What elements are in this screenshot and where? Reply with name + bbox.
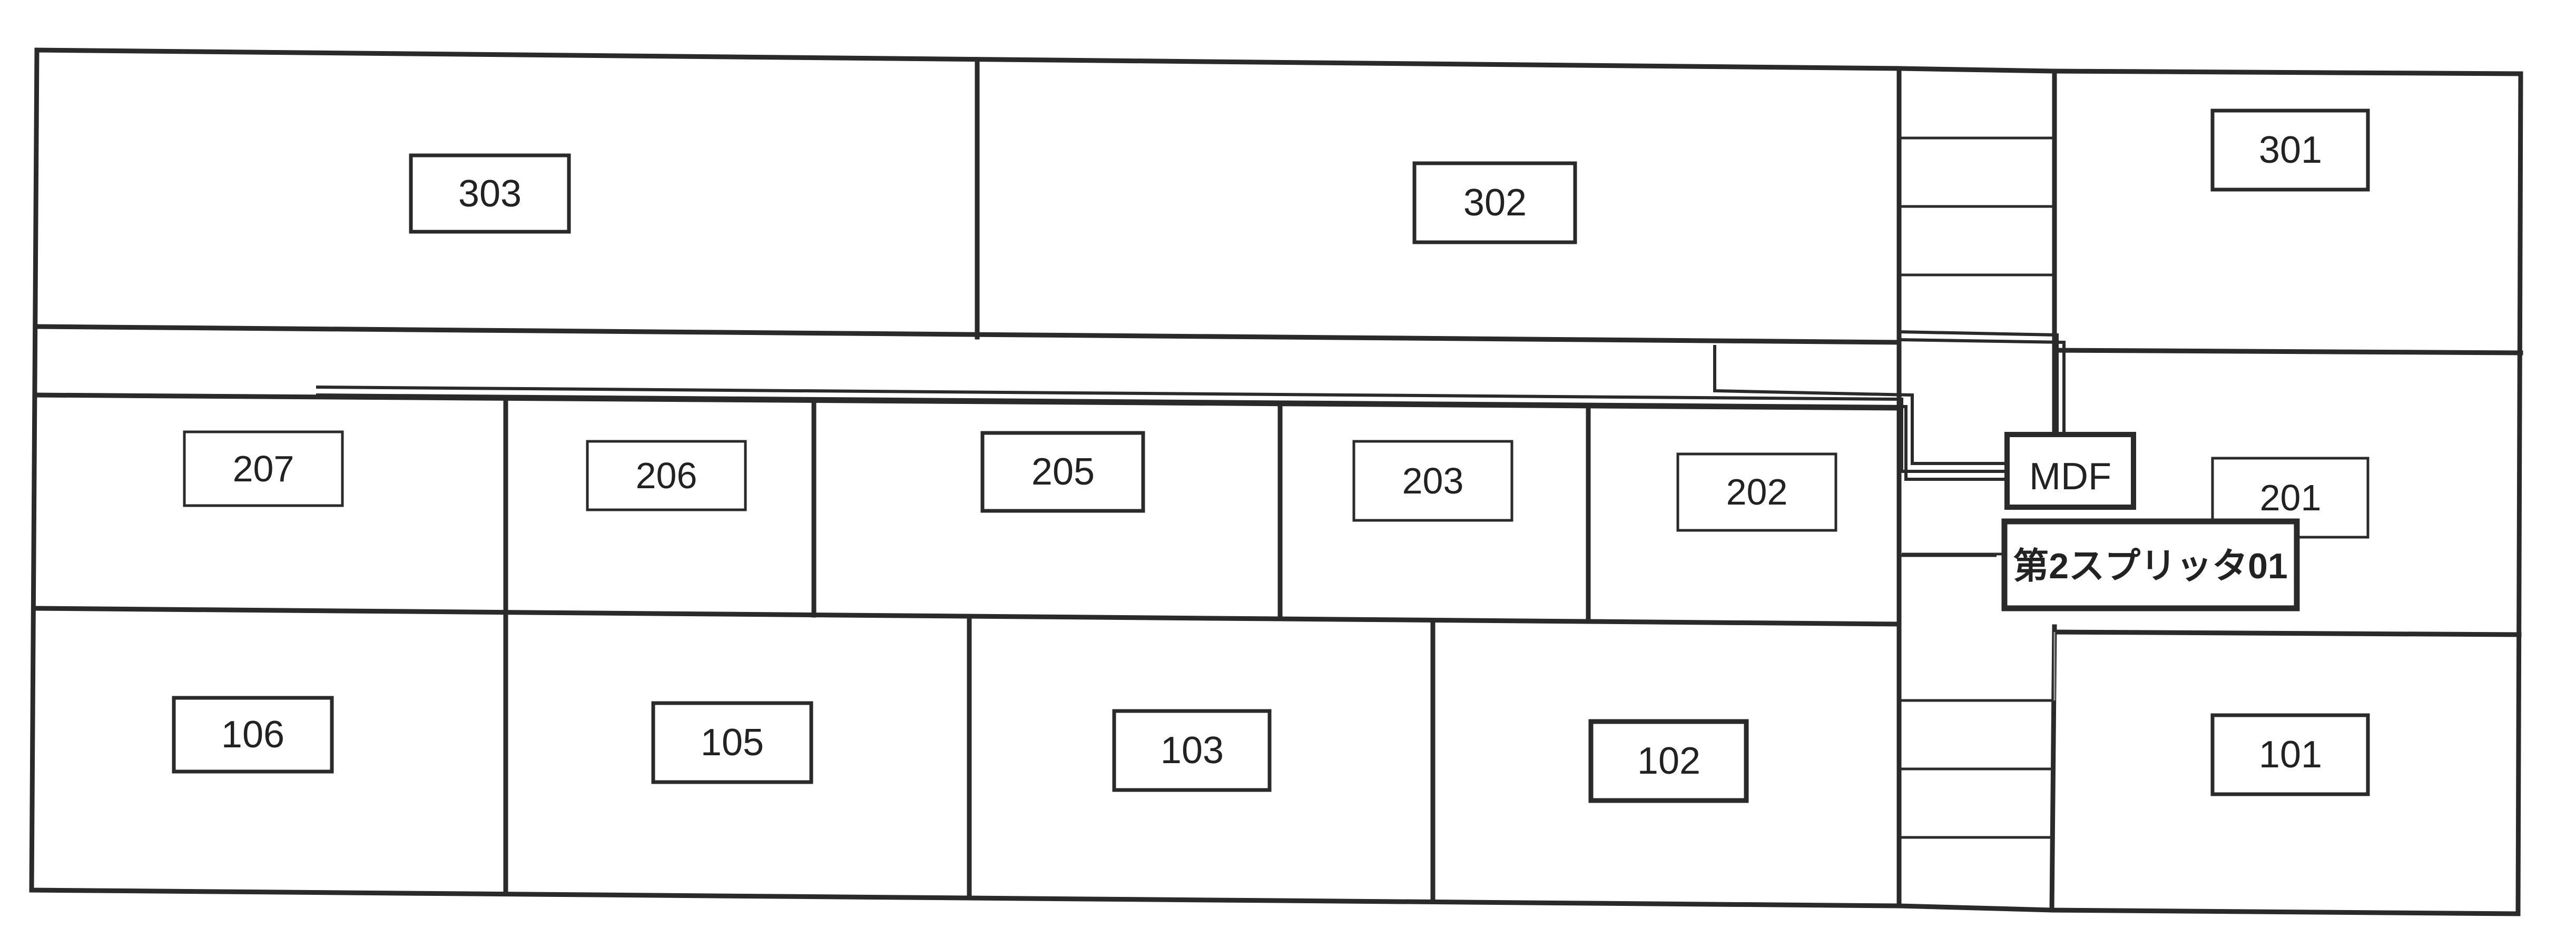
cable-line [316,386,2007,473]
wall-301-201 [2052,348,2523,355]
cable-line [1899,330,2059,437]
room-207-box [183,430,344,507]
wall-first-floor-top [31,606,1902,627]
room-303-box [409,153,571,234]
wall-201-101 [2052,629,2522,637]
room-302-box [1412,161,1577,244]
room-207-label: 207 [233,448,294,489]
room-103-box [1112,709,1272,792]
room-301-box [2210,108,2370,192]
cable-line [1713,345,2007,465]
room-303-label: 303 [458,173,522,215]
room-101-label: 101 [2259,734,2322,776]
splitter-box [2001,518,2300,611]
room-205-label: 205 [1031,451,1095,493]
room-201-label: 201 [2260,477,2322,518]
room-106-label: 106 [221,714,284,756]
room-105-box [651,701,813,784]
room-206-label: 206 [636,455,697,496]
outer-wall-east [2049,68,2523,916]
room-301-label: 301 [2259,129,2322,171]
splitter-label: 第2スプリッタ01 [2013,546,2287,586]
room-103-label: 103 [1161,729,1224,772]
outer-wall-west [29,47,1902,908]
room-102-box [1588,719,1749,803]
room-203-label: 203 [1402,460,1464,501]
room-106-box [172,696,334,774]
cable-line [1899,338,2066,437]
room-105-label: 105 [701,722,764,764]
room-202-box [1676,452,1837,532]
room-101-box [2210,713,2370,796]
wall-third-floor-bottom [33,324,1902,345]
room-302-label: 302 [1463,182,1527,224]
room-102-label: 102 [1637,740,1700,782]
mdf-label: MDF [2029,456,2111,498]
wall-corridor-top [1896,66,2057,74]
mdf-box [2004,432,2136,510]
room-202-label: 202 [1726,471,1788,512]
room-203-box [1352,440,1513,522]
wall-corridor-bottom [1896,903,2054,913]
room-206-box [586,440,747,511]
room-205-box [980,431,1145,513]
cable-line [316,393,2007,481]
